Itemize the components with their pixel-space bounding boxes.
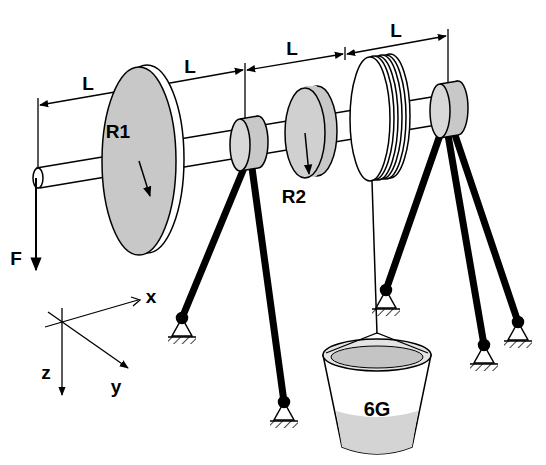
bearing-2 [430,81,468,138]
coordinate-axes [45,297,140,395]
disk-2 [285,86,337,178]
axis-label: y [111,377,122,396]
bucket-weight: 6G [318,331,436,457]
axis-label: x [146,287,157,306]
radius-arrow [305,133,309,174]
radius-label: R1 [106,122,130,141]
pulley [350,54,410,181]
support-rods [182,132,518,402]
disk-1 [102,65,184,255]
radius-label: R2 [282,187,306,206]
bucket-outline [318,331,436,457]
dimension-label: L [286,39,298,58]
radius-arrow [139,161,150,196]
axis-label: z [41,363,51,382]
weight-label: 6G [364,399,391,419]
force-arrow [35,178,37,270]
force-label: F [10,249,22,268]
dimension-label: L [184,57,196,76]
rope [372,181,377,334]
bearing-1 [230,116,268,171]
dimension-label: L [390,21,402,40]
dimension-label: L [82,74,94,93]
